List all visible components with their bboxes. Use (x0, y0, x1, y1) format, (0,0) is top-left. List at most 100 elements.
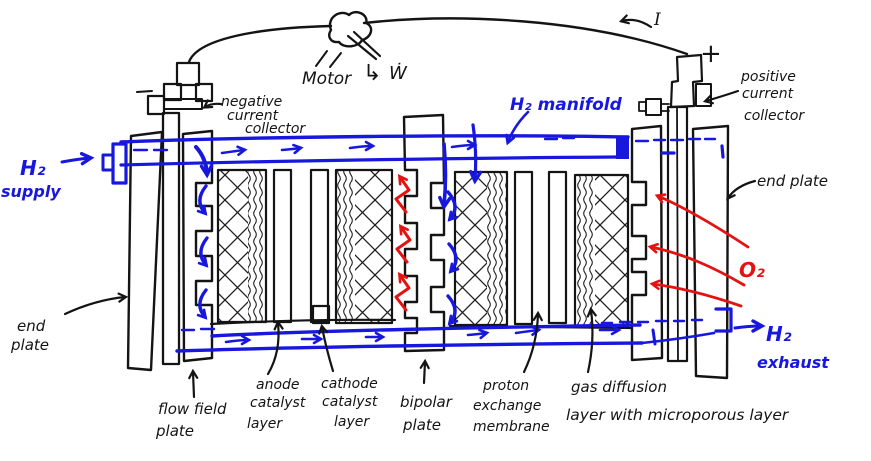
end-plate-left-line1: end (17, 317, 46, 335)
microporous-layer-1 (248, 171, 265, 321)
bolt-tick-right (638, 101, 647, 112)
manifold-bottom-lower-line (175, 341, 644, 353)
motor-pointer-ticks (315, 50, 342, 68)
bottom-flow-arrow-4 (466, 328, 490, 340)
h2-exhaust-label-word: exhaust (757, 353, 830, 372)
manifold-top-upper-line (119, 134, 630, 144)
neg-collector-line3: collector (245, 121, 306, 137)
manifold-through-plate-dashes (634, 137, 717, 143)
bipolar-entry-arrow (438, 142, 452, 211)
bipolar-plate-shape (402, 113, 446, 353)
manifold-end-blob (616, 136, 629, 159)
pem-arrow (522, 310, 543, 374)
manifold-bottom-dashes (180, 318, 704, 332)
work-arrow-glyph: ↳ (363, 61, 381, 86)
o2-zigzag-arrow-1 (394, 272, 411, 312)
anode-line2: catalyst (250, 395, 306, 411)
anode-catalyst-arrow (266, 319, 284, 376)
motor-body (328, 10, 373, 48)
anode-line1: anode (256, 377, 300, 393)
neg-collector-line1: negative (221, 94, 282, 110)
gdl-arrow (586, 306, 597, 374)
manifold-flow-arrow-4 (450, 139, 478, 151)
neg-collector-line2: current (227, 108, 279, 124)
bipolar-line1: bipolar (400, 393, 453, 411)
cathode-catalyst-layer-1 (309, 168, 330, 324)
motor-label: Motor (302, 69, 352, 89)
anode-line3: layer (247, 416, 283, 432)
ffp-left-entry-arrow (194, 145, 214, 179)
flow-field-plate-right-shape (630, 124, 664, 362)
h2-manifold-label: H₂ manifold (510, 95, 623, 115)
manifold-bottom-tick (651, 328, 657, 346)
external-circuit (187, 10, 689, 68)
channel-arrow-bipolar-3 (446, 294, 459, 326)
bipolar-plate-arrow (419, 358, 430, 385)
manifold-bottom-upper-line (210, 323, 642, 338)
h2-supply-label-h2: H₂ (20, 156, 46, 180)
channel-arrow-left-2 (197, 236, 209, 268)
current-collector-negative-shape (136, 61, 214, 366)
bottom-flow-arrow-1 (224, 334, 252, 346)
gdl-line2: layer with microporous layer (566, 406, 790, 424)
end-plate-right-arrow (726, 179, 757, 201)
end-plate-right-label: end plate (757, 172, 828, 190)
pos-collector-line2: current (742, 86, 794, 102)
plus-terminal-label: + (700, 39, 722, 69)
channel-arrow-left-3 (196, 288, 208, 320)
bottom-flow-arrow-5 (514, 325, 542, 337)
work-label: Ẇ (389, 63, 408, 84)
motor-shaft (346, 30, 382, 61)
manifold-plate-ticks (660, 144, 725, 159)
o2-zigzag-arrow-3 (394, 174, 411, 214)
gdl-2-crosshatch (355, 171, 391, 322)
flow-field-line1: flow field (158, 400, 227, 418)
flow-field-line2: plate (155, 422, 194, 440)
h2-supply-label-word: supply (1, 182, 61, 201)
manifold-flow-arrow-1 (220, 145, 248, 157)
pem-line2: exchange (473, 398, 541, 414)
h2-supply-port (101, 142, 128, 185)
bipolar-line2: plate (402, 416, 441, 434)
wire-right (362, 17, 689, 56)
o2-leader-arrow-2 (647, 242, 746, 287)
cathode-line2: catalyst (322, 394, 378, 410)
channel-arrow-left-1 (196, 184, 208, 216)
cathode-catalyst-layer-2 (547, 170, 568, 325)
channel-arrow-bipolar-2 (447, 242, 460, 274)
pos-collector-arrow (702, 89, 740, 105)
bolt-head-right (645, 98, 662, 116)
pem-line3: membrane (473, 419, 550, 435)
anode-catalyst-layer-2 (513, 170, 534, 326)
gdl-4-crosshatch (595, 176, 627, 325)
end-plate-left-shape (126, 130, 164, 372)
channel-arrow-bipolar-1 (446, 190, 459, 222)
stack-structure (126, 53, 730, 380)
microporous-layer-4 (576, 176, 595, 325)
current-direction-arrow (618, 14, 653, 29)
flow-field-plate-arrow (188, 368, 199, 399)
h2-exhaust-port (714, 307, 733, 333)
o2-leader-arrow-1 (654, 193, 750, 249)
pos-collector-line3: collector (744, 108, 805, 124)
o2-zigzag-arrow-2 (395, 224, 412, 264)
gdl-2 (334, 168, 394, 325)
wire-left (187, 24, 333, 64)
cathode-catalyst-tip-box (311, 304, 331, 325)
h2-supply-arrow (60, 151, 95, 166)
microporous-layer-3 (487, 173, 506, 324)
cell2-layers (453, 170, 630, 328)
bolt-head-left (146, 94, 166, 116)
cathode-line1: cathode (321, 376, 378, 392)
o2-flow-arrows (394, 174, 750, 312)
manifold-flow-arrow-2 (280, 143, 304, 155)
cell2-entry-arrow (468, 123, 483, 185)
manifold-flow-arrow-3 (348, 140, 376, 152)
labels: H₂ supply negative current collector Mot… (1, 10, 830, 440)
end-plate-right-shape (691, 124, 730, 380)
gdl-line1: gas diffusion (571, 378, 667, 396)
o2-leader-arrow-3 (649, 279, 743, 308)
h2-exhaust-arrow (733, 319, 766, 333)
